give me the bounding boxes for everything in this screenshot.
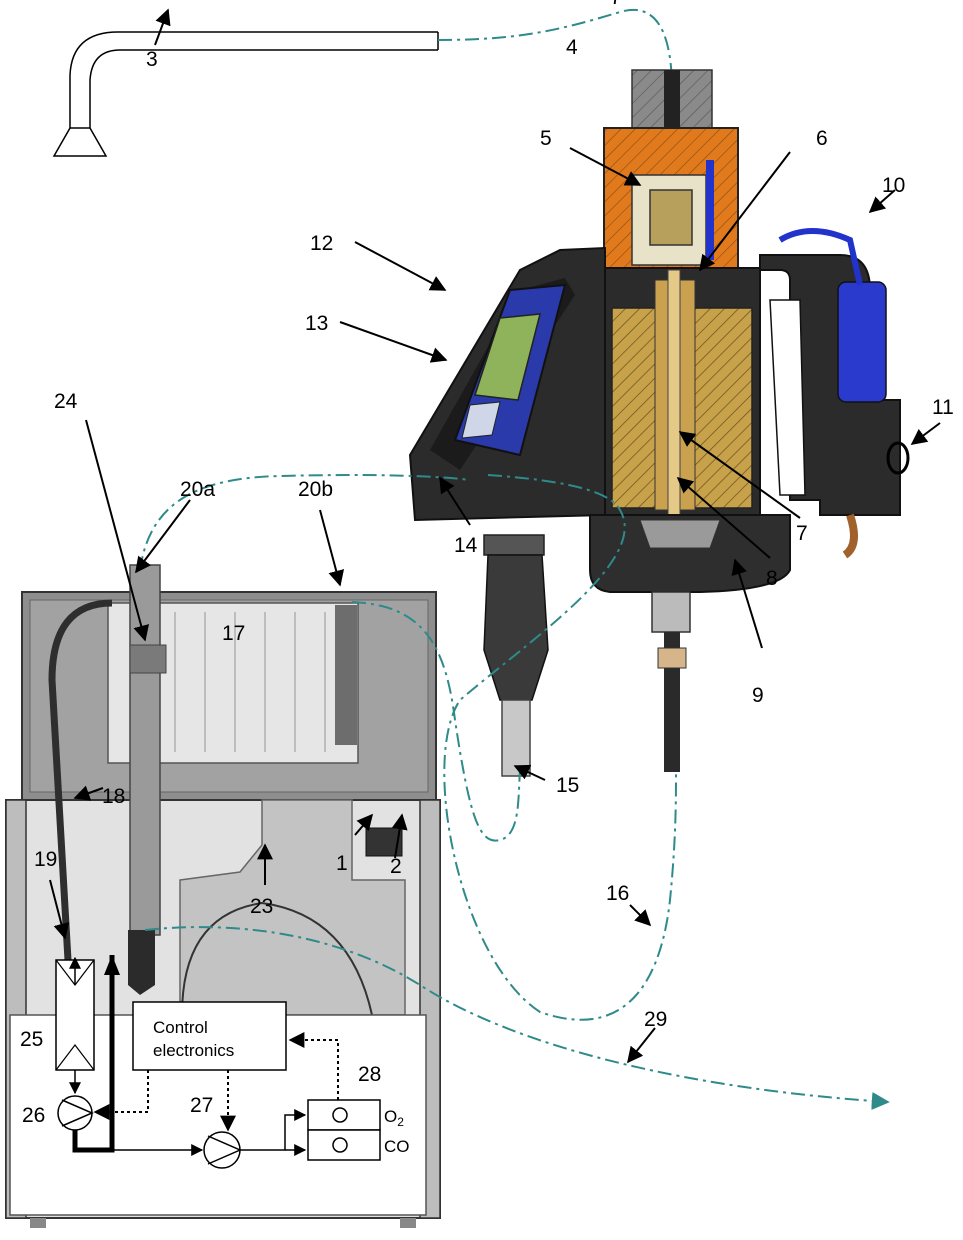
label-25: 25 (20, 1028, 43, 1051)
sensor-o2-label: O2 (384, 1107, 404, 1129)
label-14: 14 (454, 534, 478, 557)
label-5: 5 (540, 127, 552, 150)
flow-line-29 (144, 926, 890, 1110)
label-15: 15 (556, 774, 579, 797)
label-27: 27 (190, 1094, 213, 1117)
label-19: 19 (34, 848, 57, 871)
label-13: 13 (305, 312, 328, 335)
leader-arrows (49, 8, 941, 1064)
label-10: 10 (882, 174, 905, 197)
label-26: 26 (22, 1104, 45, 1127)
gas-flow-lines (69, 955, 307, 1156)
signal-lines (93, 1032, 339, 1132)
label-12: 12 (310, 232, 333, 255)
probe-tubes (483, 534, 691, 777)
label-20b: 20b (298, 478, 333, 501)
label-7-probe: 7 (796, 522, 808, 545)
control-electronics-box: Control electronics (132, 1001, 287, 1071)
flow-line-16 (443, 474, 677, 1021)
label-23: 23 (250, 895, 273, 918)
label-2: 2 (390, 855, 402, 878)
label-11: 11 (932, 396, 954, 419)
sensor-block: O2 CO (307, 1099, 410, 1161)
exhaust-pipe (52, 31, 439, 157)
label-6: 6 (816, 127, 828, 150)
label-1: 1 (336, 852, 348, 875)
label-20a: 20a (180, 478, 215, 501)
probe-holder-tube (129, 564, 161, 936)
control-box-line1: Control (153, 1018, 208, 1037)
sensor-co-label: CO (384, 1137, 410, 1156)
flow-line-20a (139, 474, 471, 571)
callout-labels: 3 4 7 5 6 10 12 13 11 24 20a 20b 14 7 8 … (20, 0, 954, 1127)
label-28: 28 (358, 1063, 381, 1086)
label-17: 17 (222, 622, 245, 645)
label-7-top: 7 (610, 0, 622, 9)
label-8: 8 (766, 567, 778, 590)
label-9: 9 (752, 684, 764, 707)
label-3: 3 (146, 48, 158, 71)
label-18: 18 (102, 785, 125, 808)
label-24: 24 (54, 390, 78, 413)
probe-handle (408, 69, 910, 593)
control-box-line2: electronics (153, 1041, 234, 1060)
gas-hose (48, 599, 113, 961)
flow-line-20b (351, 601, 521, 842)
flow-line-4 (437, 9, 673, 91)
label-29: 29 (644, 1008, 667, 1031)
label-4: 4 (566, 36, 578, 59)
label-16: 16 (606, 882, 629, 905)
